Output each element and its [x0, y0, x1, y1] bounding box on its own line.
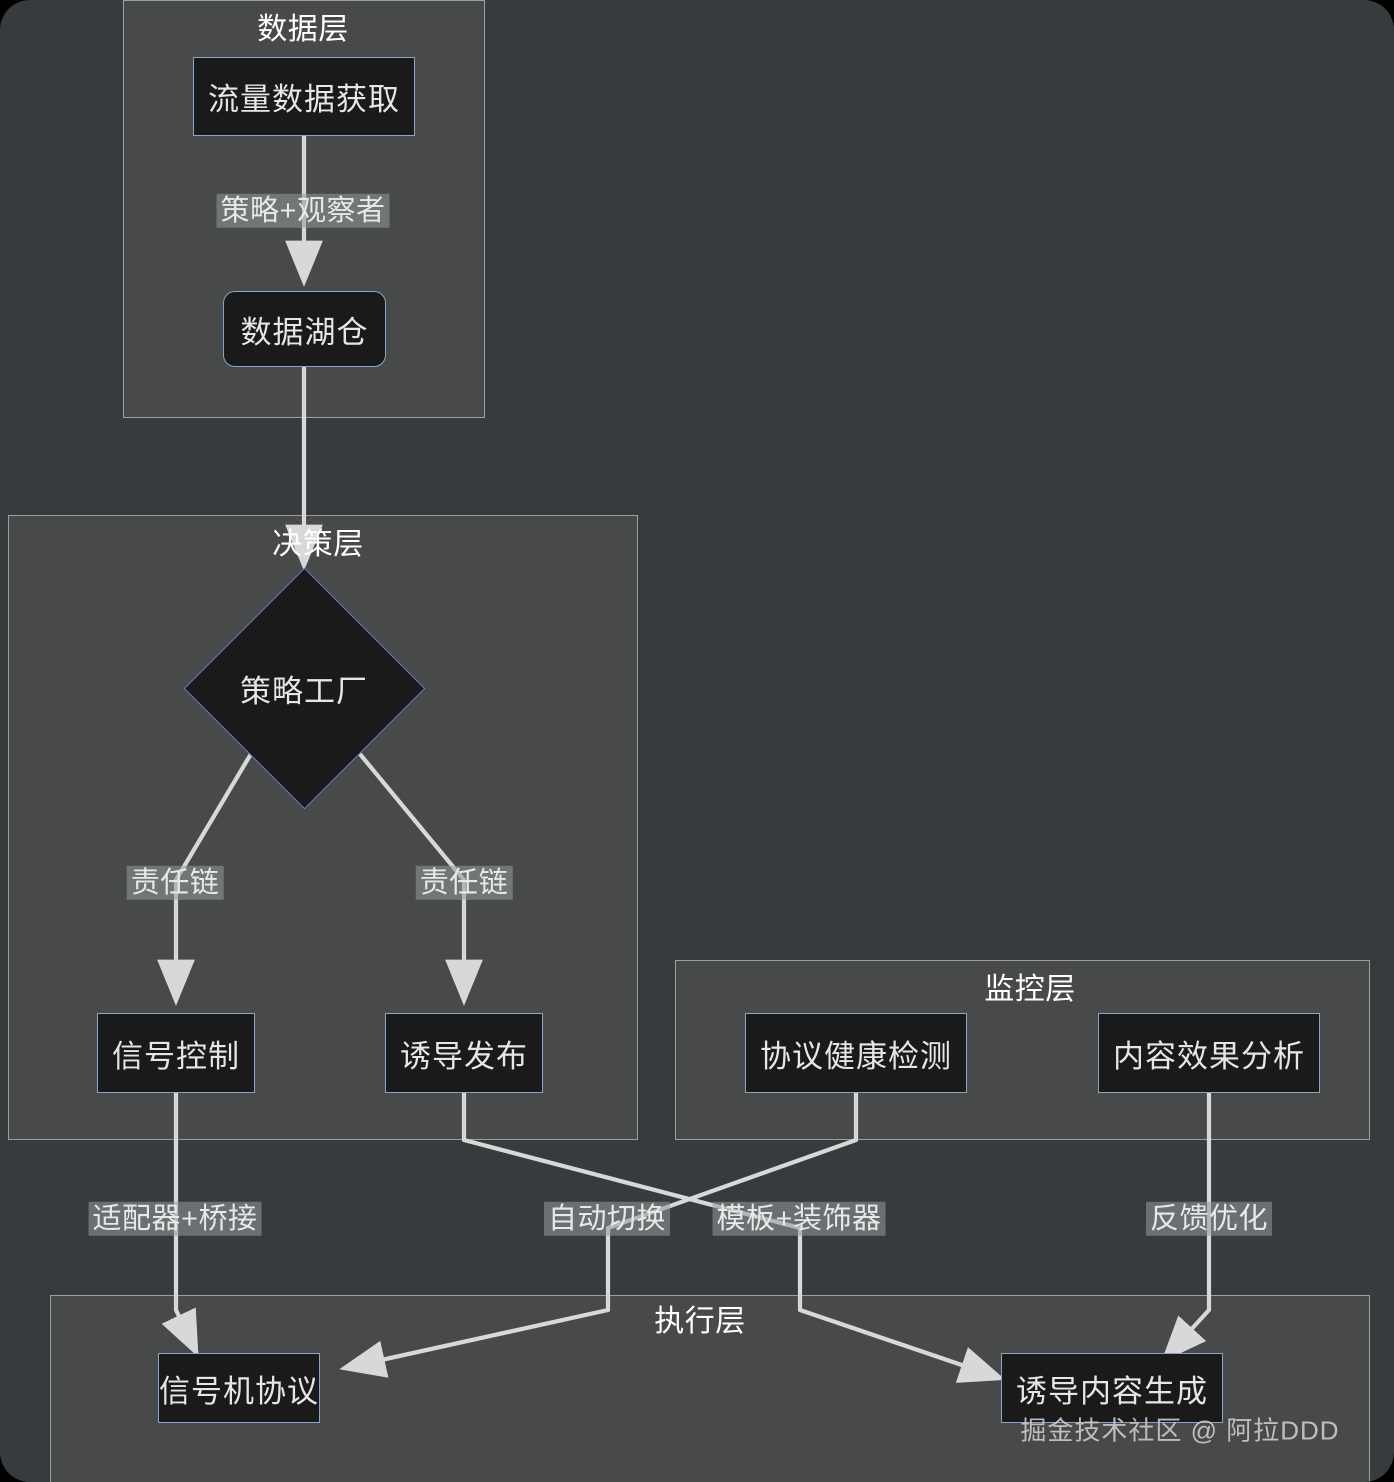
node-content-effect-analysis[interactable]: 内容效果分析: [1098, 1013, 1320, 1093]
node-guidance-publish[interactable]: 诱导发布: [385, 1013, 543, 1093]
node-strategy-factory-label: 策略工厂: [240, 673, 368, 709]
node-traffic-data-acquisition[interactable]: 流量数据获取: [193, 57, 415, 136]
subgraph-title-execution-layer: 执行层: [654, 1305, 746, 1338]
subgraph-title-monitor-layer: 监控层: [984, 973, 1076, 1006]
edge-label-feedback-optimize: 反馈优化: [1145, 1201, 1273, 1237]
node-guidance-content-gen[interactable]: 诱导内容生成: [1001, 1353, 1223, 1423]
node-protocol-health-check[interactable]: 协议健康检测: [745, 1013, 967, 1093]
edge-label-chain-left: 责任链: [126, 865, 224, 901]
node-signal-control[interactable]: 信号控制: [97, 1013, 255, 1093]
node-strategy-factory[interactable]: 策略工厂: [183, 567, 425, 809]
subgraph-title-data-layer: 数据层: [257, 13, 349, 46]
watermark: 掘金技术社区 @ 阿拉DDD: [1020, 1415, 1340, 1446]
node-signal-machine-protocol[interactable]: 信号机协议: [158, 1353, 320, 1423]
edge-label-chain-right: 责任链: [415, 865, 513, 901]
edge-label-template-decorator: 模板+装饰器: [712, 1201, 886, 1237]
subgraph-title-decision-layer: 决策层: [272, 528, 364, 561]
edge-label-strategy-observer: 策略+观察者: [216, 193, 390, 229]
edge-label-auto-switch: 自动切换: [543, 1201, 671, 1237]
node-data-lakehouse[interactable]: 数据湖仓: [223, 291, 386, 367]
edge-label-adapter-bridge: 适配器+桥接: [88, 1201, 262, 1237]
